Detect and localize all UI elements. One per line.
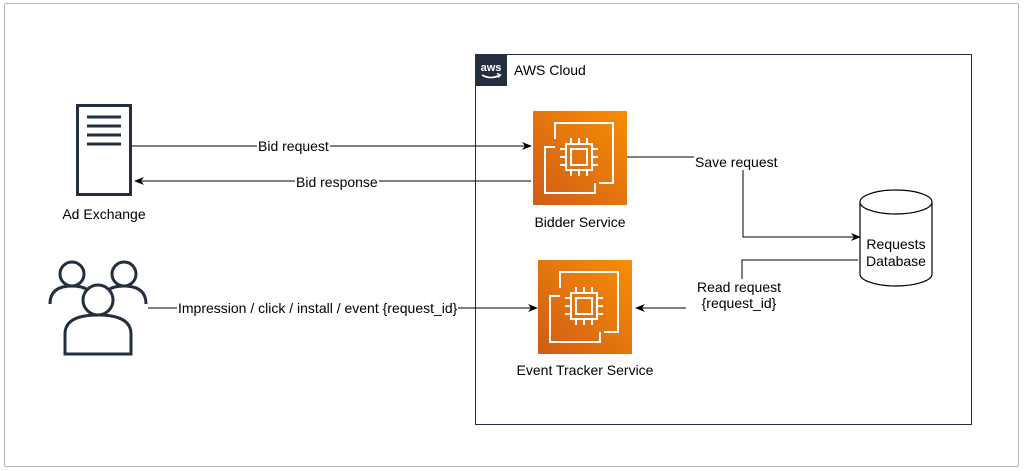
database-label-line2: Database bbox=[866, 253, 926, 269]
aws-cloud-group bbox=[475, 54, 972, 425]
save-request-edge bbox=[627, 156, 861, 241]
bidder-ec2-icon bbox=[533, 111, 627, 205]
impression-event-label: Impression / click / install / event {re… bbox=[177, 300, 459, 316]
aws-cloud-title: AWS Cloud bbox=[514, 62, 586, 78]
tracker-ec2-icon bbox=[538, 260, 632, 354]
svg-text:aws: aws bbox=[481, 62, 502, 74]
bid-response-label: Bid response bbox=[295, 174, 379, 190]
database-icon bbox=[859, 189, 933, 287]
database-label-line1: Requests bbox=[866, 236, 926, 252]
diagram-frame bbox=[4, 3, 1019, 467]
ad-exchange-label: Ad Exchange bbox=[62, 206, 146, 222]
read-request-label-line1: Read request bbox=[686, 279, 792, 295]
users-icon bbox=[48, 260, 148, 356]
read-request-label-line2: {request_id} bbox=[686, 295, 792, 311]
server-icon bbox=[76, 104, 132, 196]
bidder-service-label: Bidder Service bbox=[534, 214, 626, 230]
aws-logo-icon: aws bbox=[475, 54, 507, 86]
event-tracker-service-label: Event Tracker Service bbox=[516, 362, 654, 378]
save-request-label: Save request bbox=[694, 154, 779, 170]
bid-request-label: Bid request bbox=[257, 138, 330, 154]
